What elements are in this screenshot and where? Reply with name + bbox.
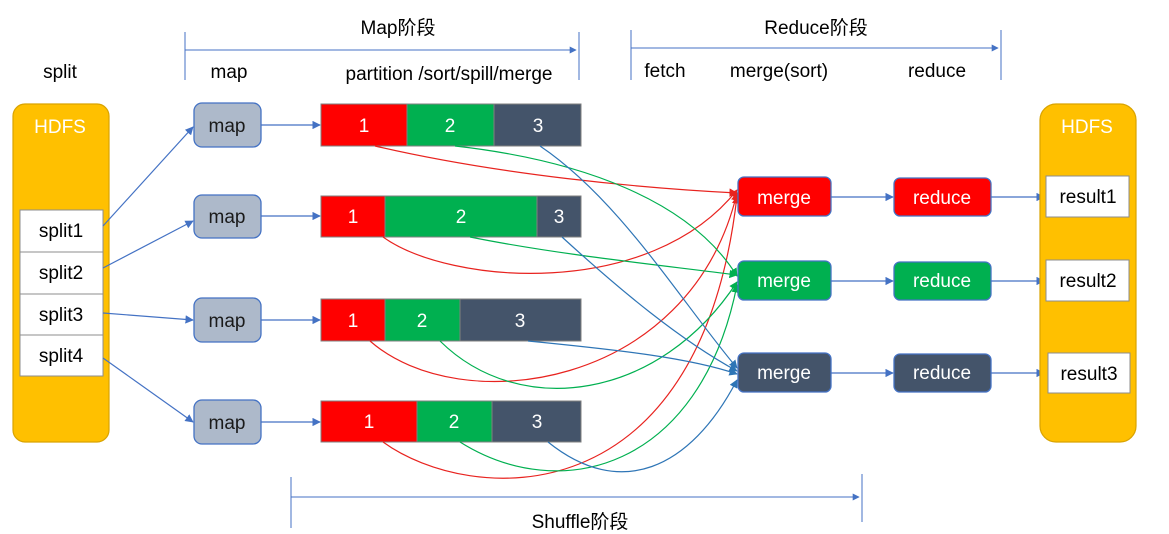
split-column-label: split (43, 62, 78, 83)
partition-4-3-label: 3 (532, 412, 543, 433)
result-label-2: result2 (1059, 271, 1116, 292)
partition-2-2-label: 2 (456, 207, 467, 228)
partition-2-1-label: 1 (348, 207, 359, 228)
partition-2-3 (536, 195, 582, 238)
reduce-task-2-label: reduce (913, 271, 971, 292)
map-task-1-label: map (209, 116, 246, 137)
fetch-column-label: fetch (644, 61, 685, 82)
partition-3-1 (320, 298, 386, 342)
merge-to-reduce-arrows (831, 192, 894, 378)
shuffle-red-row3-arrow (369, 192, 740, 383)
reduce-stage-header: Reduce阶段 (630, 17, 1002, 80)
partition-buffers: 1 2 3 1 2 3 1 2 3 1 2 3 (320, 103, 582, 443)
merge-task-2-label: merge (757, 271, 811, 292)
shuffle-navy-row2-arrow (561, 236, 738, 372)
shuffle-red-row1-arrow (374, 145, 738, 197)
shuffle-navy-row1-arrow (539, 145, 738, 369)
hdfs-output-label: HDFS (1061, 117, 1113, 138)
reduce-column-label: reduce (908, 61, 966, 82)
partition-4-1 (320, 400, 418, 443)
reduce-stage-title: Reduce阶段 (764, 17, 868, 39)
split2-to-map2-arrow (102, 220, 194, 269)
partition-3-3-label: 3 (515, 311, 526, 332)
partition-3-1-label: 1 (348, 311, 359, 332)
partition-2-2 (384, 195, 538, 238)
partition-1-2 (406, 103, 495, 147)
split-box-4 (19, 334, 104, 377)
shuffle-stage-header: Shuffle阶段 (290, 474, 863, 533)
split-to-map-arrows (102, 126, 194, 423)
split-box-1 (19, 209, 104, 253)
partition-row-2: 1 2 3 (320, 195, 582, 238)
result-label-3: result3 (1060, 364, 1117, 385)
reduce-tasks: reduce reduce reduce (893, 177, 992, 393)
partition-3-2-label: 2 (417, 311, 428, 332)
result-box-1 (1045, 175, 1130, 218)
shuffle-navy-row4-arrow (547, 379, 738, 473)
partition-4-2 (416, 400, 493, 443)
split-label-1: split1 (39, 221, 83, 242)
map-to-partition-arrows (261, 120, 321, 427)
shuffle-green-row1-arrow (454, 145, 738, 277)
split1-to-map1-arrow (102, 126, 194, 227)
split4-to-map4-arrow (102, 357, 194, 423)
hdfs-output-container: HDFS result1 result2 result3 (1039, 103, 1137, 443)
merge-sort-column-label: merge(sort) (730, 61, 828, 82)
map-stage-header: Map阶段 (184, 17, 580, 80)
shuffle-navy-row3-arrow (527, 340, 738, 376)
map-stage-title: Map阶段 (361, 17, 436, 39)
merge-task-1-label: merge (757, 188, 811, 209)
shuffle-stage-title: Shuffle阶段 (532, 511, 629, 533)
shuffle-red-row2-arrow (382, 189, 738, 274)
partition-1-1-label: 1 (359, 116, 370, 137)
merge-tasks: merge merge merge (737, 176, 832, 393)
result-box-2 (1045, 259, 1130, 302)
shuffle-arrows (369, 145, 741, 479)
partition-column-label: partition /sort/spill/merge (346, 64, 553, 85)
merge-task-3-label: merge (757, 363, 811, 384)
map-task-3-label: map (209, 311, 246, 332)
partition-4-1-label: 1 (364, 412, 375, 433)
result-box-3 (1047, 352, 1131, 394)
partition-1-3 (493, 103, 582, 147)
split-label-2: split2 (39, 263, 83, 284)
split-label-4: split4 (39, 346, 84, 367)
result-label-1: result1 (1059, 187, 1116, 208)
map-task-2-label: map (209, 207, 246, 228)
map-task-4-label: map (209, 413, 246, 434)
partition-row-1: 1 2 3 (320, 103, 582, 147)
partition-1-2-label: 2 (445, 116, 456, 137)
reduce-task-1-label: reduce (913, 188, 971, 209)
split-box-2 (19, 251, 104, 295)
partition-3-3 (459, 298, 582, 342)
split-label-3: split3 (39, 305, 83, 326)
shuffle-green-row2-arrow (469, 236, 738, 279)
partition-row-4: 1 2 3 (320, 400, 582, 443)
split3-to-map3-arrow (102, 312, 194, 324)
shuffle-green-row4-arrow (459, 284, 740, 472)
reduce-task-3-label: reduce (913, 363, 971, 384)
partition-4-2-label: 2 (449, 412, 460, 433)
partition-1-3-label: 3 (533, 116, 544, 137)
partition-row-3: 1 2 3 (320, 298, 582, 342)
shuffle-red-row4-arrow (382, 195, 741, 479)
shuffle-green-row3-arrow (439, 281, 738, 389)
hdfs-input-label: HDFS (34, 117, 86, 138)
partition-2-1 (320, 195, 386, 238)
reduce-to-result-arrows (991, 192, 1045, 378)
split-list: split1 split2 split3 split4 (19, 209, 104, 377)
split-box-3 (19, 293, 104, 336)
map-tasks: map map map map (193, 102, 262, 445)
partition-4-3 (491, 400, 582, 443)
partition-2-3-label: 3 (554, 207, 565, 228)
hdfs-input-container: HDFS split1 split2 split3 split4 (12, 103, 110, 443)
partition-3-2 (384, 298, 461, 342)
map-column-label: map (211, 62, 248, 83)
